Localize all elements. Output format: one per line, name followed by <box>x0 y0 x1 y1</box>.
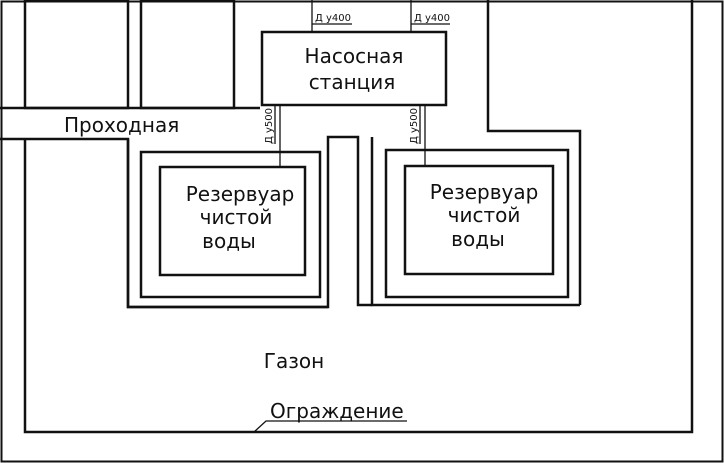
reservoir-left-label-line1: Резервуар <box>186 182 295 206</box>
pipe-inlet-left-label: Д у400 <box>315 13 351 24</box>
reservoir-right-outer-frame <box>370 137 580 307</box>
reservoir-right-label-line1: Резервуар <box>430 180 539 204</box>
reservoir-left-label-line3: воды <box>202 229 256 253</box>
reservoir-left-middle-frame <box>139 150 322 299</box>
pump-station-label-line1: Насосная <box>305 44 404 68</box>
fence-label: Ограждение <box>270 399 404 423</box>
reservoir-right-middle-frame <box>384 148 570 299</box>
pipe-res-left-label: Д у500 <box>264 108 275 144</box>
fence-leader-line <box>253 420 407 433</box>
zone-boundary-right <box>486 0 582 305</box>
pipe-inlet-right-label: Д у400 <box>414 13 450 24</box>
entrance-bottom-line <box>0 135 372 309</box>
reservoir-right-tank <box>403 164 555 276</box>
site-fence-outline <box>23 0 694 434</box>
pump-station-box <box>260 30 448 107</box>
pump-station-label-line2: станция <box>309 70 396 94</box>
checkpoint-label: Проходная <box>64 113 179 137</box>
building-middle <box>139 0 236 110</box>
reservoir-left-outer-frame <box>126 139 328 309</box>
reservoir-right-label-line3: воды <box>451 227 505 251</box>
reservoir-right-label-line2: чистой <box>448 203 521 227</box>
reservoir-left-tank <box>158 165 307 277</box>
pipe-res-right-label: Д у500 <box>409 108 420 144</box>
reservoir-left-label-line2: чистой <box>200 205 273 229</box>
building-left <box>23 0 130 110</box>
lawn-label: Газон <box>264 349 324 373</box>
